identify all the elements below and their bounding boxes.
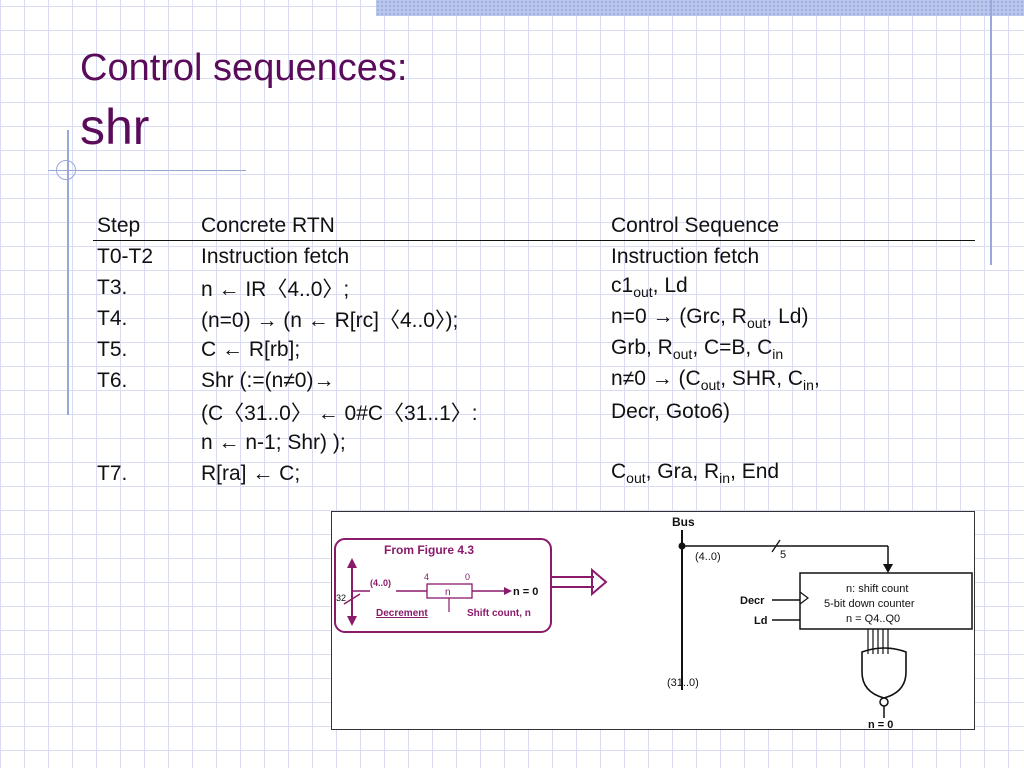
left-panel-title: From Figure 4.3 [384,543,474,557]
table-row: T0-T2 Instruction fetch Instruction fetch [93,241,975,273]
decr-label: Decr [740,595,765,607]
table-row: (C〈31..0〉 ← 0#C〈31..1〉: Decr, Goto6) [93,396,975,427]
table-row: T5. C ← R[rb]; Grb, Rout, C=B, Cin [93,334,975,365]
table-header-cell: Concrete RTN [197,212,607,241]
step-cell [93,427,197,458]
rtn-cell: n ← IR〈4..0〉; [201,277,350,301]
step-cell: T6. [97,368,128,392]
slide-subtitle: shr [80,99,150,155]
control-sequence-cell: Cout, Gra, Rin, End [611,460,780,487]
table-row: T7. R[ra] ← C; Cout, Gra, Rin, End [93,458,975,489]
control-sequence-cell: Grb, Rout, C=B, Cin [611,336,784,363]
slide-title: Control sequences: [80,47,408,89]
control-sequence-cell: Instruction fetch [611,244,760,268]
table-header-cell: Step [93,212,197,241]
right-decor-line [990,0,992,265]
nor-gate-icon [861,647,907,699]
control-sequence-cell: n=0 → (Grc, Rout, Ld) [611,305,809,332]
left-shift-count-label: Shift count, n [467,608,531,619]
counter-line2: 5-bit down counter [824,598,915,610]
rtn-cell: (n=0) → (n ← R[rc]〈4..0〉); [201,308,459,332]
title-underline [48,170,246,171]
figure-svg: From Figure 4.3 (4..0) 4 0 n n = 0 32 De… [334,515,973,731]
crosshair-decor [56,160,76,180]
left-bit4-label: 4 [424,572,429,582]
table-row: T3. n ← IR〈4..0〉; c1out, Ld [93,272,975,303]
left-register-label: n [445,587,451,598]
left-range-label: (4..0) [370,578,391,588]
table-row: T6. Shr (:=(n≠0)→ n≠0 → (Cout, SHR, Cin, [93,365,975,396]
left-decrement-label: Decrement [376,608,428,619]
rtn-cell: C ← R[rb]; [201,337,301,361]
bus-label: Bus [672,515,695,529]
rtn-cell: Shr (:=(n≠0)→ [201,368,335,392]
table-header-cell: Control Sequence [607,212,975,241]
left-panel-frame [334,538,552,633]
counter-line1: n: shift count [846,583,908,595]
width-label: 5 [780,549,786,561]
control-sequence-cell: n≠0 → (Cout, SHR, Cin, [611,367,820,394]
control-sequence-cell [607,427,975,458]
counter-line3: n = Q4..Q0 [846,613,900,625]
rtn-cell: Instruction fetch [201,244,350,268]
left-width-label: 32 [336,593,346,603]
left-bit0-label: 0 [465,572,470,582]
step-cell: T5. [97,337,128,361]
rtn-cell: n ← n-1; Shr) ); [201,430,346,454]
table-row: n ← n-1; Shr) ); [93,427,975,458]
range-top-label: (4..0) [695,551,721,563]
left-out-label: n = 0 [513,586,538,598]
rtn-cell: R[ra] ← C; [201,461,301,485]
step-cell: T3. [97,275,128,299]
range-bottom-label: (31..0) [667,677,699,689]
top-decor-bar [376,0,1024,16]
nor-out-label: n = 0 [868,719,893,731]
down-counter-box [799,572,973,630]
rtn-cell: (C〈31..0〉 ← 0#C〈31..1〉: [201,401,478,425]
ld-label: Ld [754,615,767,627]
step-cell: T4. [97,306,128,330]
table-row: T4. (n=0) → (n ← R[rc]〈4..0〉); n=0 → (Grc,… [93,303,975,334]
shift-counter-figure: From Figure 4.3 (4..0) 4 0 n n = 0 32 De… [331,511,975,731]
control-sequence-cell: c1out, Ld [611,274,688,301]
step-cell: T0-T2 [97,244,154,268]
left-decor-line [67,130,69,415]
arrow-icon [591,567,608,597]
step-cell [93,396,197,427]
step-cell: T7. [97,461,128,485]
control-sequence-cell: Decr, Goto6) [611,399,731,423]
